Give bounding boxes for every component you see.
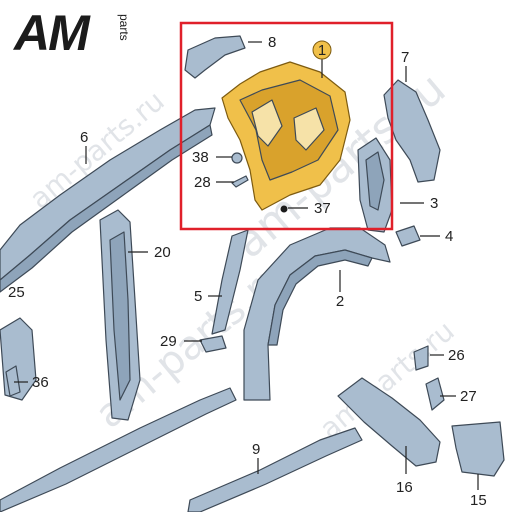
callout-27: 27 (460, 388, 477, 405)
callout-26: 26 (448, 347, 465, 364)
part-9-lower-rail (187, 427, 363, 512)
part-3-frame-cutout (365, 151, 385, 211)
callout-1-badge (312, 40, 332, 60)
part-36-bracket (5, 365, 21, 397)
part-4-clip (395, 225, 421, 247)
part-2-arch-lip (267, 249, 373, 346)
part-26-bracket (413, 345, 429, 371)
callout-36: 36 (32, 374, 49, 391)
callout-5: 5 (194, 288, 202, 305)
callout-labels: 1 2 3 4 5 6 7 8 9 15 16 20 25 26 27 28 2… (8, 34, 487, 509)
logo-parts: parts (117, 14, 131, 41)
callout-9: 9 (252, 441, 260, 458)
callout-3: 3 (430, 195, 438, 212)
brand-logo: AM parts (12, 5, 131, 61)
logo-am: AM (12, 5, 91, 61)
callout-1: 1 (318, 42, 326, 59)
leader-lines (14, 41, 479, 490)
part-6-rail-edge (0, 124, 213, 293)
part-1-panel-window (251, 99, 283, 147)
part-8-bracket (184, 35, 246, 79)
callout-2: 2 (336, 293, 344, 310)
callout-20: 20 (154, 244, 171, 261)
part-20-pillar-face (109, 231, 131, 401)
callout-8: 8 (268, 34, 276, 51)
callout-6: 6 (80, 129, 88, 146)
callout-15: 15 (470, 492, 487, 509)
part-37-plug (280, 205, 288, 213)
part-29-clip (199, 335, 227, 353)
part-27-bracket (425, 377, 445, 411)
part-9-sill (0, 387, 237, 512)
part-15-end-bracket (451, 421, 505, 477)
callout-4: 4 (445, 228, 453, 245)
callout-29: 29 (160, 333, 177, 350)
callout-37: 37 (314, 200, 331, 217)
part-16-rear-member (337, 377, 441, 467)
callout-25: 25 (8, 284, 25, 301)
callout-28: 28 (194, 174, 211, 191)
part-7-bracket (383, 79, 441, 183)
part-28-screw (231, 175, 249, 188)
highlight-frame (179, 21, 394, 231)
callout-7: 7 (401, 49, 409, 66)
part-38-nut (231, 152, 243, 164)
callout-16: 16 (396, 479, 413, 496)
callout-38: 38 (192, 149, 209, 166)
part-1-panel-opening (293, 107, 325, 151)
